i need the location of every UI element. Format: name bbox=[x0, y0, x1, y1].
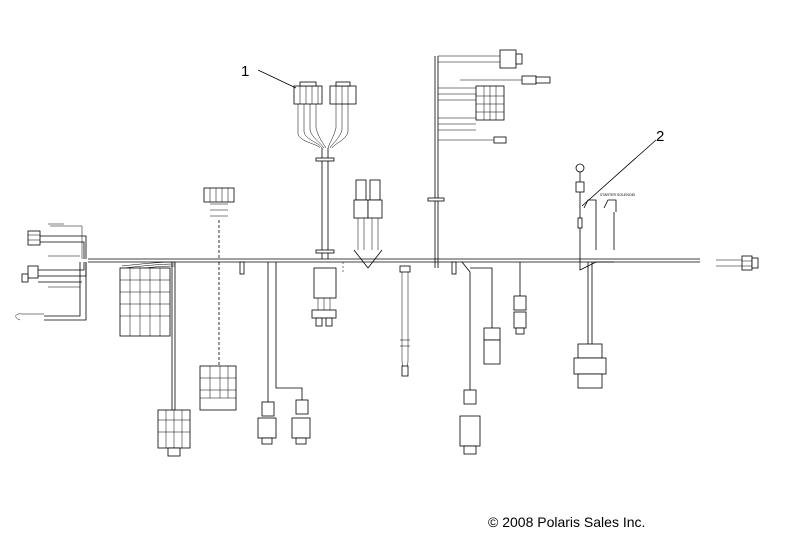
copyright-notice: © 2008 Polaris Sales Inc. bbox=[488, 514, 646, 530]
lower-connector-left bbox=[199, 262, 237, 411]
right-end-connector bbox=[716, 255, 759, 271]
top-connector-left bbox=[203, 187, 235, 259]
left-block-harness bbox=[119, 261, 191, 457]
relay-pair bbox=[353, 179, 383, 269]
drop-470 bbox=[459, 261, 501, 455]
starter-solenoid-area bbox=[573, 139, 657, 389]
callout-number: 2 bbox=[656, 128, 665, 145]
callout-number: 1 bbox=[241, 63, 250, 80]
center-lower-drop bbox=[311, 267, 337, 327]
sensor-drop-b bbox=[275, 262, 311, 445]
drop-520 bbox=[513, 262, 527, 335]
top-right-branch bbox=[427, 49, 551, 268]
top-center-connectors bbox=[257, 69, 357, 259]
main-harness-trunk bbox=[88, 258, 700, 263]
short-drops bbox=[239, 261, 457, 275]
starter-solenoid-label: STARTER SOLENOID bbox=[600, 193, 636, 197]
sensor-drop-a bbox=[257, 262, 277, 445]
left-end-connectors bbox=[15, 223, 87, 321]
long-drop-405 bbox=[399, 265, 411, 377]
